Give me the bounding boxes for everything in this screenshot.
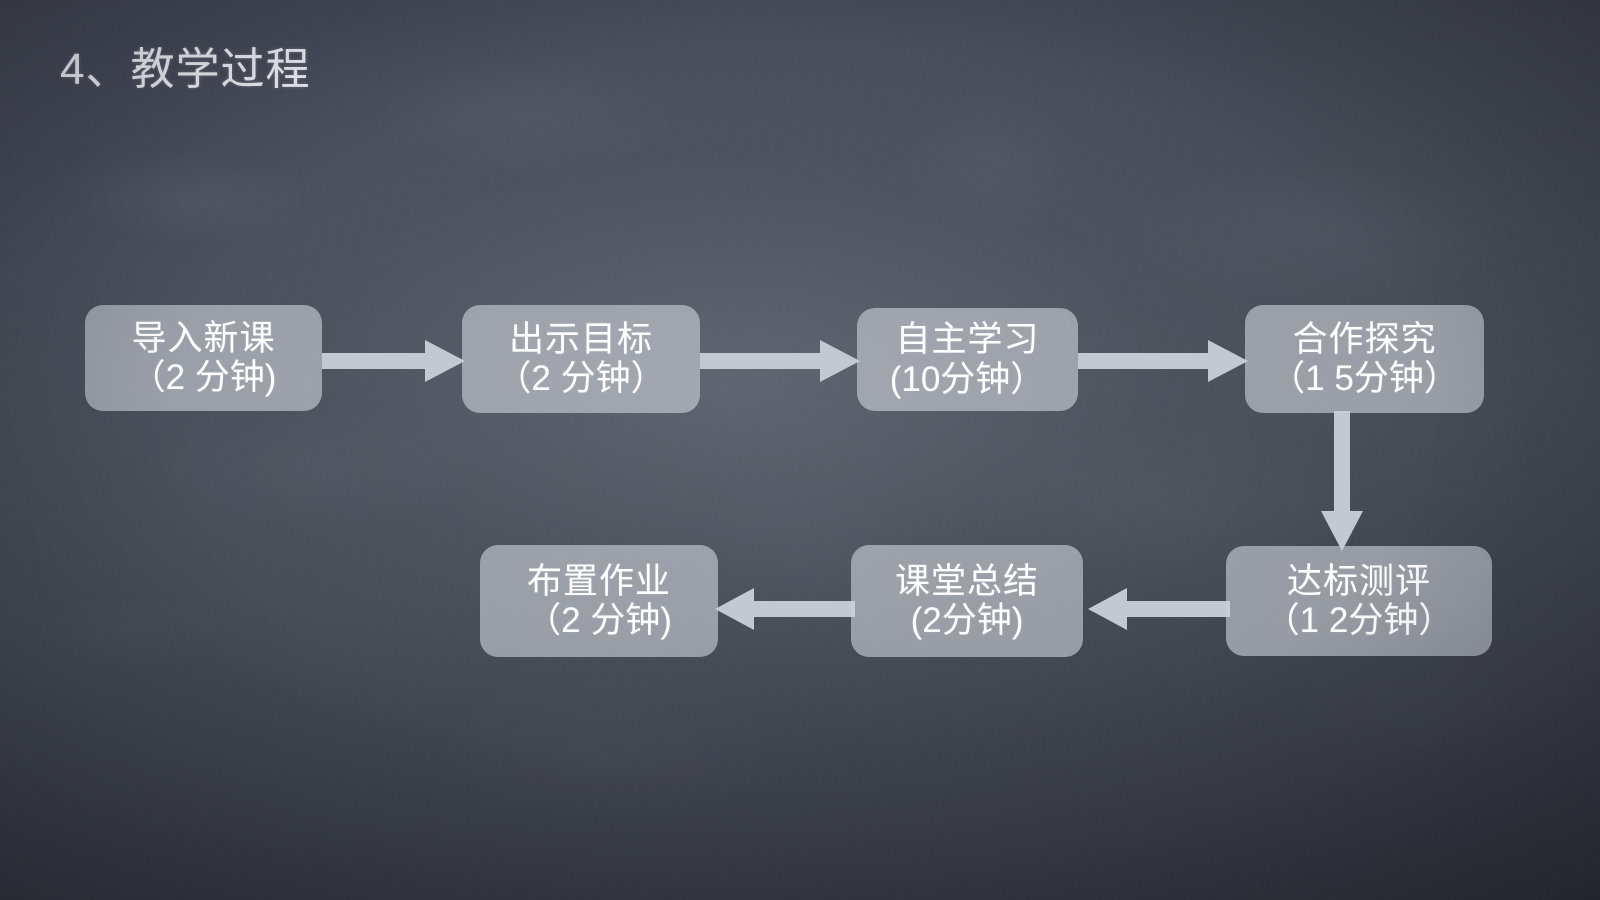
flow-node-duration: （2 分钟) [130, 358, 277, 397]
arrow-left-icon [1088, 586, 1230, 632]
flow-node-title: 课堂总结 [894, 561, 1039, 601]
flow-node-chushi-mubiao[interactable]: 出示目标 （2 分钟） [462, 305, 700, 413]
flow-node-duration: （2 分钟） [496, 359, 666, 398]
flow-node-title: 自主学习 [895, 320, 1040, 360]
flow-node-duration: （2 分钟) [526, 601, 672, 640]
flow-node-duration: (10分钟） [889, 359, 1046, 399]
flow-node-ketang-zongjie[interactable]: 课堂总结 (2分钟) [851, 545, 1083, 657]
flow-node-duration: （1 2分钟） [1264, 601, 1454, 640]
flow-node-title: 达标测评 [1286, 561, 1431, 601]
flow-node-title: 导入新课 [131, 318, 276, 358]
flow-node-buzhi-zuoye[interactable]: 布置作业 （2 分钟) [480, 545, 718, 657]
flow-node-zizhu-xuexi[interactable]: 自主学习 (10分钟） [857, 308, 1078, 411]
flow-node-title: 布置作业 [526, 561, 671, 601]
flow-node-title: 合作探究 [1292, 319, 1437, 359]
flow-node-hezuo-tanjiu[interactable]: 合作探究 （1 5分钟） [1245, 305, 1484, 413]
arrow-right-icon [322, 338, 465, 384]
flow-node-duration: (2分钟) [910, 601, 1024, 640]
flow-node-dabiao-ceping[interactable]: 达标测评 （1 2分钟） [1226, 546, 1492, 656]
flow-node-daoru-xinke[interactable]: 导入新课 （2 分钟) [85, 305, 322, 411]
page-title: 4、教学过程 [60, 45, 311, 94]
arrow-down-icon [1319, 411, 1365, 551]
arrow-right-icon [700, 338, 860, 384]
arrow-right-icon [1078, 338, 1248, 384]
arrow-left-icon [715, 586, 855, 632]
flow-node-title: 出示目标 [508, 319, 653, 359]
flow-node-duration: （1 5分钟） [1270, 359, 1459, 398]
